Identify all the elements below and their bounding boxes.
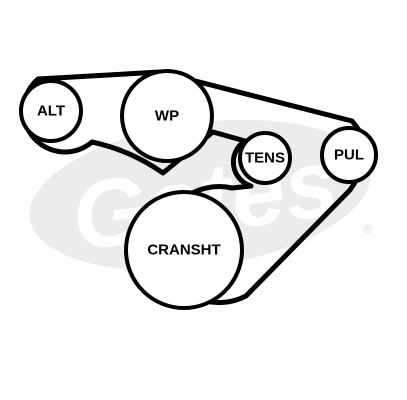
pulley-alt: ALT: [19, 79, 83, 143]
pulley-pul: PUL: [320, 126, 378, 184]
pulley-cransht: CRANSHT: [124, 190, 244, 310]
pulley-wp-label: WP: [155, 108, 179, 125]
pulley-alt-label: ALT: [37, 103, 65, 120]
pulley-tens: TENS: [238, 131, 292, 185]
pulley-pul-circle: [320, 126, 378, 184]
pulley-alt-circle: [19, 79, 83, 143]
pulley-tens-circle: [238, 131, 292, 185]
pulley-wp: WP: [120, 69, 214, 163]
watermark-registered-mark: ®: [364, 222, 373, 236]
pulley-cransht-label: CRANSHT: [147, 242, 220, 259]
drive-belt: [21, 69, 367, 305]
pulley-tens-label: TENS: [245, 150, 285, 167]
pulley-cransht-circle: [124, 190, 244, 310]
pulley-wp-circle: [120, 69, 214, 163]
pulley-pul-label: PUL: [334, 147, 364, 164]
